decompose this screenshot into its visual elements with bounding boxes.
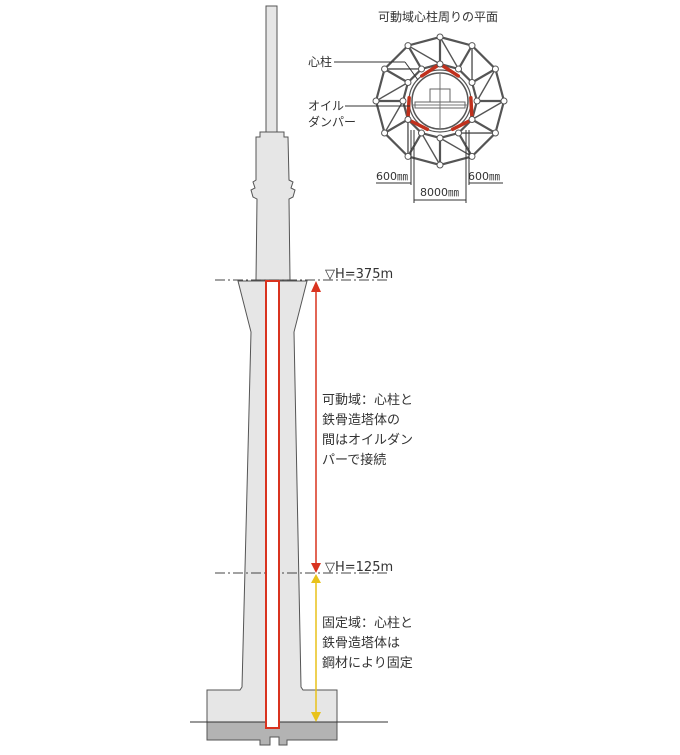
node — [468, 116, 476, 123]
radial-member — [457, 132, 473, 157]
node — [404, 42, 412, 50]
svg-text:鋼材により固定: 鋼材により固定 — [322, 656, 413, 671]
node — [436, 161, 444, 169]
node — [436, 33, 444, 41]
core-leader-diag — [404, 61, 419, 81]
arrow-head-down-red — [311, 563, 321, 573]
oil-damper — [438, 62, 460, 78]
oil-damper — [406, 117, 430, 132]
node — [491, 129, 499, 137]
radial-member — [407, 45, 423, 70]
radial-member — [471, 68, 496, 84]
svg-text:間はオイルダン: 間はオイルダン — [322, 433, 413, 448]
upper-tower — [250, 131, 296, 281]
plan-title: 可動域心柱周りの平面 — [378, 9, 498, 24]
oil-damper — [450, 117, 474, 132]
node — [468, 42, 476, 50]
diagonal-member — [439, 36, 460, 70]
core-label: 心柱 — [308, 54, 332, 69]
diagonal-member — [375, 81, 409, 102]
node — [468, 79, 476, 86]
node — [399, 97, 407, 105]
node — [473, 97, 481, 105]
node — [404, 116, 412, 123]
level-label-375: ▽H=375m — [325, 267, 393, 282]
dim-right: 600㎜ — [468, 170, 500, 183]
svg-text:鉄骨造塔体の: 鉄骨造塔体の — [322, 413, 400, 428]
radial-member — [457, 45, 473, 70]
foundation — [206, 721, 338, 746]
oil-damper — [469, 96, 474, 122]
arrow-head-up-red — [311, 281, 321, 292]
diagonal-member — [476, 68, 497, 102]
core-stair — [429, 88, 451, 103]
radial-member — [471, 118, 496, 134]
radial-member — [384, 118, 409, 134]
dim-center: 8000㎜ — [420, 186, 459, 199]
oil-damper — [420, 62, 442, 78]
movable-range-text: 可動域：心柱と 鉄骨造塔体の 間はオイルダン パーで接続 — [322, 393, 413, 468]
svg-text:パーで接続: パーで接続 — [322, 452, 386, 468]
diagonal-member — [439, 137, 473, 158]
svg-text:可動域：心柱と: 可動域：心柱と — [322, 393, 413, 408]
arrow-head-down-yellow — [311, 712, 321, 722]
node — [500, 97, 508, 105]
core-plan-view — [372, 33, 508, 169]
diagonal-member — [471, 100, 505, 121]
antenna — [265, 5, 278, 133]
node — [418, 65, 425, 73]
node — [381, 129, 389, 137]
node — [418, 129, 425, 137]
damper-label-1: オイル — [308, 99, 344, 113]
node — [491, 65, 499, 73]
oil-damper — [406, 96, 411, 122]
node — [436, 60, 444, 68]
arrow-head-up-yellow — [311, 574, 321, 583]
node — [404, 79, 412, 86]
diagonal-member — [407, 44, 441, 65]
damper-label-2: ダンパー — [308, 114, 356, 129]
node — [381, 65, 389, 73]
node — [455, 129, 462, 137]
node — [468, 152, 476, 160]
node — [455, 65, 462, 73]
radial-member — [384, 68, 409, 84]
node — [436, 134, 444, 142]
svg-text:固定域：心柱と: 固定域：心柱と — [322, 616, 413, 631]
dim-left: 600㎜ — [376, 170, 408, 183]
level-label-125: ▽H=125m — [325, 560, 393, 575]
fixed-range-text: 固定域：心柱と 鉄骨造塔体は 鋼材により固定 — [322, 616, 413, 671]
diagonal-member — [420, 132, 441, 166]
dimension-lines — [376, 130, 503, 203]
core-column — [265, 280, 280, 729]
radial-member — [407, 132, 423, 157]
svg-text:鉄骨造塔体は: 鉄骨造塔体は — [322, 636, 400, 651]
node — [372, 97, 380, 105]
node — [404, 152, 412, 160]
